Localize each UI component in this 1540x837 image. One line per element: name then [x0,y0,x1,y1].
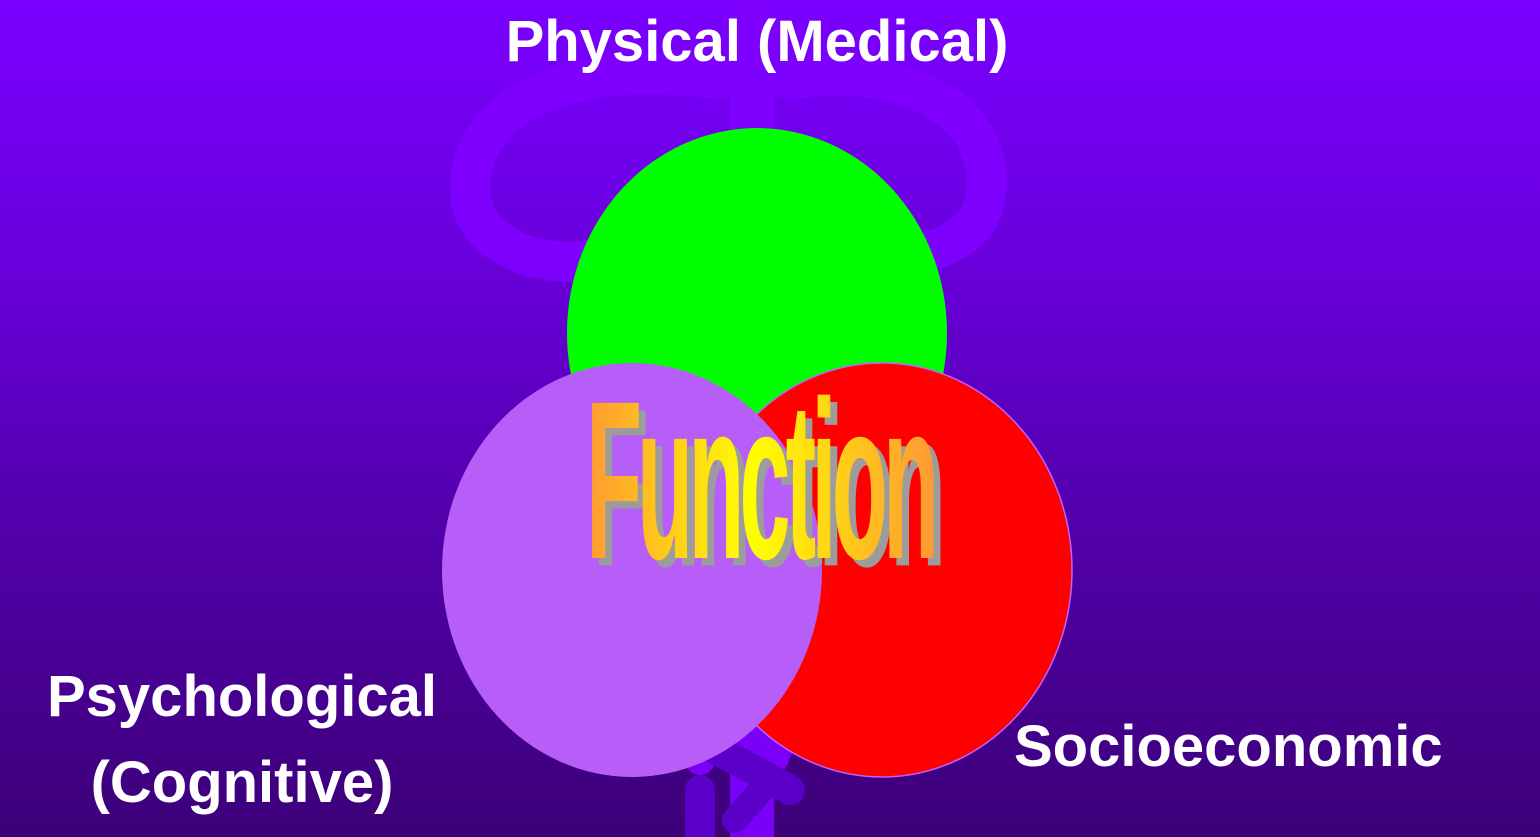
label-psychological-line2: (Cognitive) [0,740,484,826]
label-psychological: Psychological (Cognitive) [0,654,484,826]
label-psychological-line1: Psychological [0,654,484,740]
center-word-function: Function Function [420,300,1100,630]
center-word-text: Function [586,355,934,606]
label-physical: Physical (Medical) [0,2,1514,82]
label-socioeconomic: Socioeconomic [1014,712,1443,782]
